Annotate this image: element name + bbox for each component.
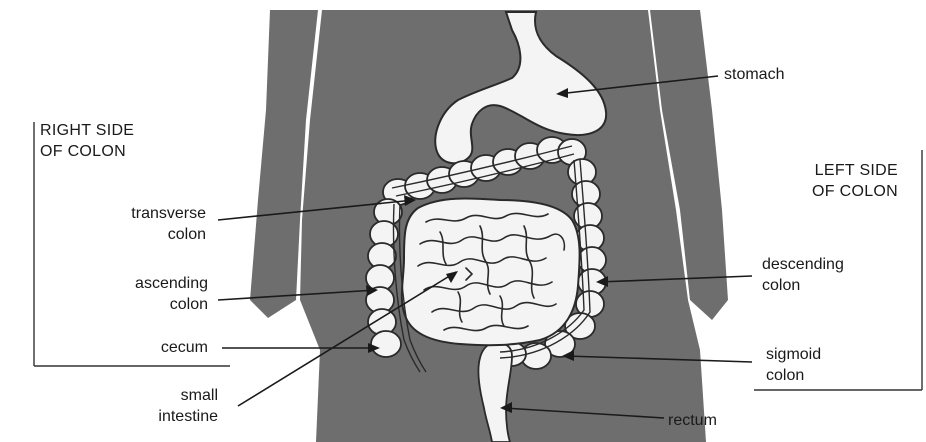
rectum-label: rectum [668,410,717,431]
stomach-label: stomach [724,64,784,85]
cecum-label: cecum [161,337,208,358]
transverse-colon-label: transverse colon [131,203,206,245]
small-intestine-organ [402,198,580,345]
sigmoid-colon-label: sigmoid colon [766,344,821,386]
small-intestine-label: small intestine [158,385,218,427]
right-side-of-colon-header: RIGHT SIDE OF COLON [40,120,134,162]
descending-colon-label: descending colon [762,254,844,296]
left-side-of-colon-header: LEFT SIDE OF COLON [812,160,898,202]
ascending-colon-label: ascending colon [135,273,208,315]
